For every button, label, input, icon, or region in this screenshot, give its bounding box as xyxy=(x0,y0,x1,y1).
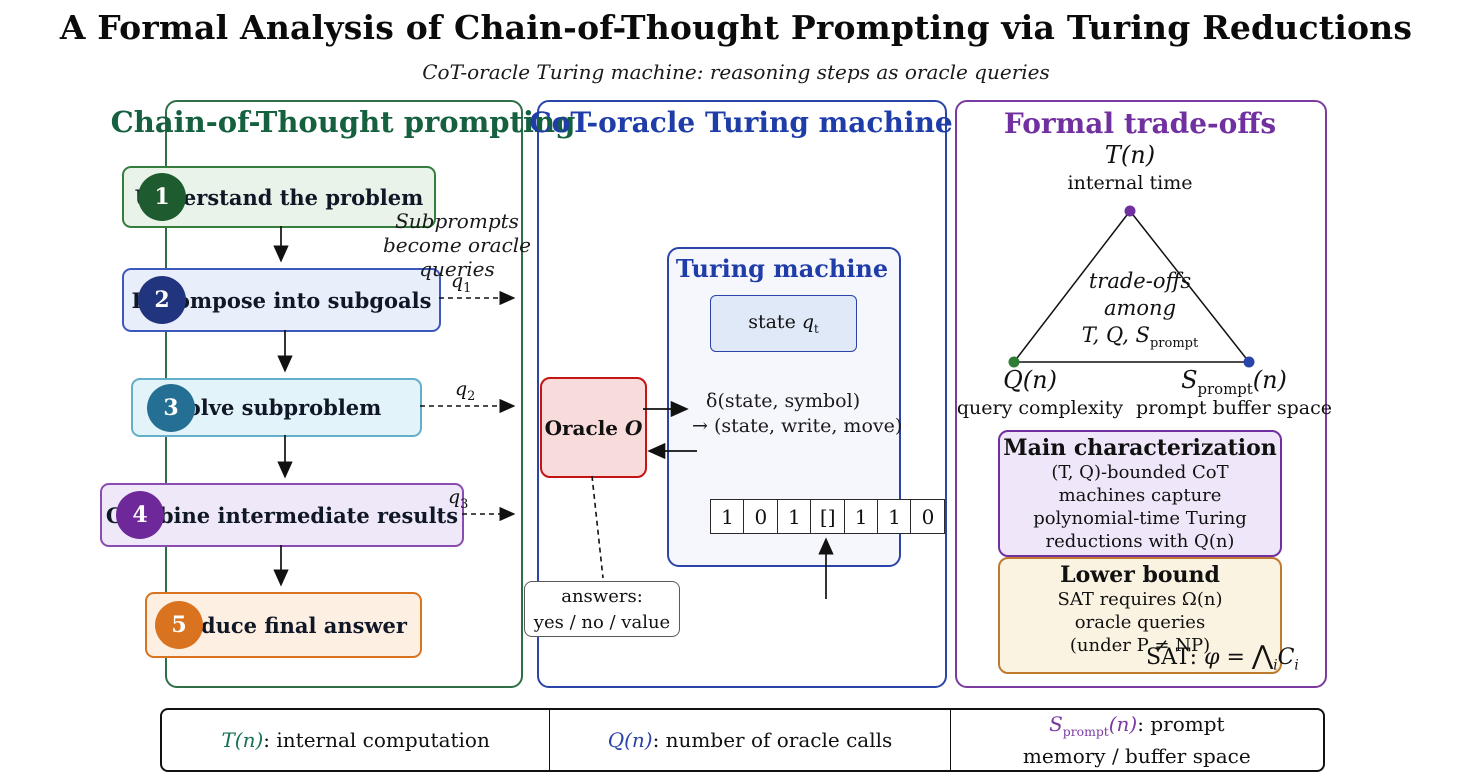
legend-term-T: T(n) xyxy=(221,728,264,752)
lower-bound-box: Lower bound SAT requires Ω(n) oracle que… xyxy=(998,557,1282,674)
step-number-badge: 3 xyxy=(147,383,195,432)
step-number-badge: 5 xyxy=(155,601,203,649)
step-box-final-answer: 5 Produce final answer xyxy=(145,592,422,658)
main-characterization-title: Main characterization xyxy=(1003,435,1277,461)
state-box: state qt xyxy=(710,295,857,352)
legend-item-prompt-memory: Sprompt(n): prompt memory / buffer space xyxy=(949,710,1323,770)
legend: T(n): internal computation Q(n): number … xyxy=(160,708,1325,772)
figure-subtitle: CoT-oracle Turing machine: reasoning ste… xyxy=(422,60,1050,84)
answers-line2: yes / no / value xyxy=(533,612,671,633)
answers-line1: answers: xyxy=(561,586,643,607)
triangle-query-var: Q(n) xyxy=(1003,366,1057,394)
step-label: Solve subproblem xyxy=(171,395,382,420)
lower-bound-title: Lower bound xyxy=(1060,562,1220,588)
step-box-combine: 4 Combine intermediate results xyxy=(100,483,464,547)
annotation-subprompts: Subprompts become oracle queries xyxy=(383,209,531,281)
middle-panel-title: CoT-oracle Turing machine xyxy=(529,106,953,139)
oracle-answers-box: answers: yes / no / value xyxy=(524,581,680,637)
triangle-space-label: prompt buffer space xyxy=(1136,397,1332,419)
legend-item-oracle-calls: Q(n): number of oracle calls xyxy=(549,710,949,770)
panel-cot-oracle-turing-machine xyxy=(537,100,947,688)
triangle-query-label: query complexity xyxy=(956,397,1124,419)
query-label-q2: q2 xyxy=(455,378,476,404)
step-label: Combine intermediate results xyxy=(105,502,459,528)
step-number-badge: 4 xyxy=(116,491,164,539)
sat-formula: SAT: φ = ⋀iCi xyxy=(1146,641,1299,674)
triangle-time-label: internal time xyxy=(1067,172,1193,194)
triangle-time-var: T(n) xyxy=(1104,141,1156,169)
legend-item-internal-time: T(n): internal computation xyxy=(221,728,490,752)
tape-cell: 1 xyxy=(877,499,913,534)
step-number-badge: 1 xyxy=(138,173,186,221)
query-label-q3: q3 xyxy=(448,486,469,512)
state-text: state qt xyxy=(748,311,819,336)
delta-line1: δ(state, symbol) xyxy=(706,390,861,412)
figure-title: A Formal Analysis of Chain-of-Thought Pr… xyxy=(59,8,1413,47)
oracle-label: Oracle O xyxy=(544,415,643,440)
annotation-line: become oracle xyxy=(383,233,531,257)
legend-term-S: Sprompt(n) xyxy=(1049,712,1138,739)
tape-cell: 0 xyxy=(743,499,779,534)
tape-cell: 1 xyxy=(843,499,879,534)
delta-transition-text: δ(state, symbol) → (state, write, move) xyxy=(692,389,910,439)
step-number-badge: 2 xyxy=(138,276,186,324)
left-panel-title: Chain-of-Thought prompting xyxy=(110,105,576,139)
main-characterization-box: Main characterization (T, Q)-bounded CoT… xyxy=(998,430,1282,557)
annotation-line: queries xyxy=(419,257,495,281)
step-box-solve: 3 Solve subproblem xyxy=(131,378,422,437)
tape-cell: 1 xyxy=(710,499,745,534)
delta-line2: → (state, write, move) xyxy=(692,415,903,437)
annotation-line: Subprompts xyxy=(395,209,519,233)
turing-machine-title: Turing machine xyxy=(675,254,889,283)
panel-formal-tradeoffs xyxy=(955,100,1327,688)
triangle-space-var: Sprompt(n) xyxy=(1181,366,1287,398)
right-panel-title: Formal trade-offs xyxy=(1003,107,1277,140)
legend-term-Q: Q(n) xyxy=(607,728,653,752)
tape-cell-head: [] xyxy=(810,499,846,534)
oracle-box: Oracle O xyxy=(540,377,647,478)
step-box-decompose: 2 Decompose into subgoals xyxy=(122,268,441,332)
tape: 1 0 1 [] 1 1 0 xyxy=(710,499,946,534)
step-box-understand: 1 Understand the problem xyxy=(122,166,436,228)
tape-cell: 1 xyxy=(776,499,812,534)
tape-cell: 0 xyxy=(910,499,946,534)
query-label-q1: q1 xyxy=(451,270,472,296)
